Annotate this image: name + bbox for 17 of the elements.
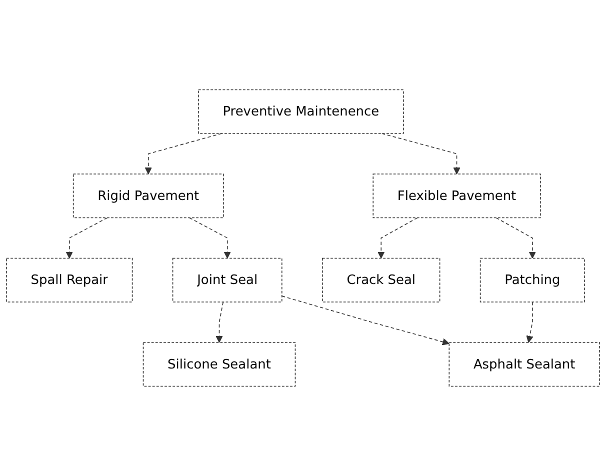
arrow	[144, 132, 222, 174]
node-box: Flexible Pavement	[372, 173, 541, 218]
node-box: Asphalt Sealant	[448, 342, 600, 386]
node-box: Silicone Sealant	[142, 342, 296, 386]
node-box: Spall Repair	[6, 257, 133, 302]
arrow	[381, 132, 460, 174]
node-box: Patching	[480, 257, 585, 302]
node-box: Preventive Maintenence	[198, 88, 404, 134]
arrow	[216, 301, 224, 342]
arrow	[66, 216, 108, 258]
arrow	[282, 295, 450, 345]
arrow	[378, 216, 418, 258]
arrow	[188, 216, 231, 258]
node-box: Rigid Pavement	[72, 173, 224, 218]
node-box: Crack Seal	[322, 257, 440, 302]
arrow	[526, 301, 534, 342]
arrow	[496, 216, 536, 258]
